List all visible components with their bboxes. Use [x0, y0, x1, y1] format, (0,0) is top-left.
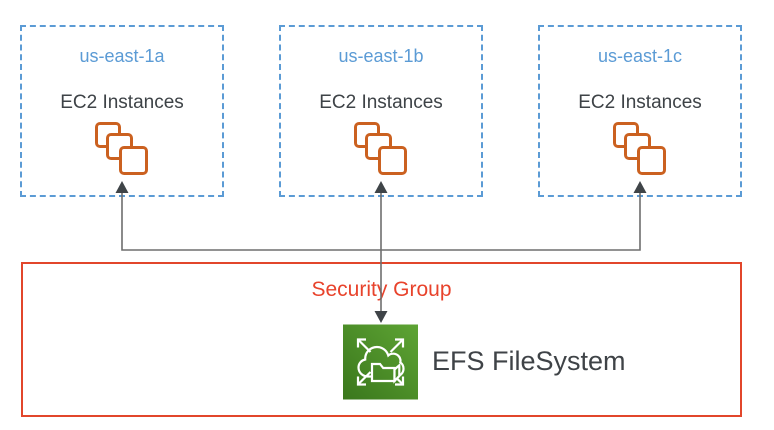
instance-square-icon — [637, 146, 666, 175]
availability-zone-us-east-1b: us-east-1b EC2 Instances — [279, 25, 483, 197]
ec2-instances-label: EC2 Instances — [319, 92, 443, 113]
availability-zone-us-east-1a: us-east-1a EC2 Instances — [20, 25, 224, 197]
ec2-instances-label: EC2 Instances — [60, 92, 184, 113]
ec2-instances-icon — [613, 122, 667, 176]
efs-icon — [343, 324, 418, 400]
ec2-instances-icon — [354, 122, 408, 176]
availability-zone-us-east-1c: us-east-1c EC2 Instances — [538, 25, 742, 197]
ec2-instances-label: EC2 Instances — [578, 92, 702, 113]
ec2-instances-icon — [95, 122, 149, 176]
zone-title: us-east-1c — [597, 46, 683, 66]
efs-filesystem-label: EFS FileSystem — [432, 346, 626, 376]
instance-square-icon — [378, 146, 407, 175]
zone-title: us-east-1b — [338, 46, 424, 66]
zone-title: us-east-1a — [79, 46, 165, 66]
instance-square-icon — [119, 146, 148, 175]
security-group-label: Security Group — [311, 278, 452, 301]
connector-branch-line — [121, 193, 641, 251]
